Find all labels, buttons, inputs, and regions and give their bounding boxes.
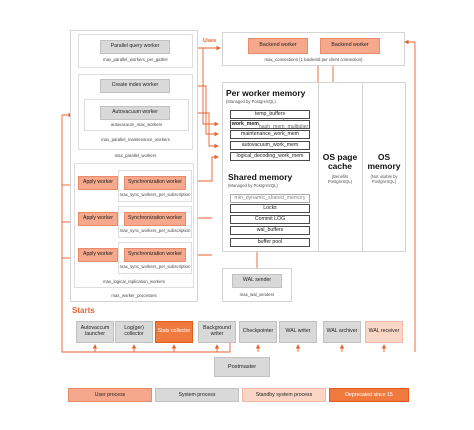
autovacuum-work-mem-slot: autovacuum_work_mem — [230, 141, 310, 150]
legend-user-process: User process — [68, 388, 152, 402]
max-wal-senders-label: max_wal_senders — [239, 292, 275, 297]
backend-worker-2: Backend worker — [320, 38, 380, 54]
wal-receiver: WAL receiver — [365, 321, 403, 343]
shared-memory-title: Shared memory — [228, 172, 293, 182]
work-mem-slot: work_mem * hash_mem_multiplier — [230, 117, 310, 130]
checkpointer: Checkpointer — [239, 321, 277, 343]
commit-log-slot: Commit LOG — [230, 215, 310, 224]
max-sync-workers-label-2: max_sync_workers_per_subscription — [119, 228, 191, 233]
buffer-pool-slot: buffer pool — [230, 238, 310, 247]
max-sync-workers-label-3: max_sync_workers_per_subscription — [119, 264, 191, 269]
min-dynamic-shared-memory-slot: min_dynamic_shared_memory — [230, 194, 310, 203]
wal-buffers-slot: wal_buffers — [230, 226, 310, 235]
legend-standby-system-process: Standby system process — [242, 388, 326, 402]
os-divider-2 — [362, 82, 363, 252]
per-worker-memory-subtitle: (Managed by PostgreSQL) — [226, 99, 276, 104]
os-page-cache-subtitle: (Benefits PostgreSQL) — [327, 174, 353, 184]
max-parallel-maintenance-workers-label: max_parallel_maintenance_workers — [101, 137, 170, 142]
uses-label: Uses — [203, 38, 217, 44]
logger-collector: Log(ger) collector — [115, 321, 153, 343]
legend-system-process: System process — [155, 388, 239, 402]
stats-collector: Stats collector — [155, 321, 193, 343]
temp-buffers-slot: temp_buffers — [230, 110, 310, 119]
starts-label: Starts — [72, 306, 95, 315]
wal-writer: WAL writer — [279, 321, 317, 343]
autovacuum-max-workers-label: autovacuum_max_workers — [110, 122, 163, 127]
synchronization-worker-2: Synchronization worker — [124, 212, 186, 226]
wal-sender: WAL sender — [232, 274, 282, 288]
max-logical-replication-workers-label: max_logical_replication_workers — [102, 279, 166, 284]
wal-archiver: WAL archiver — [323, 321, 361, 343]
logical-decoding-work-mem-slot: logical_decoding_work_mem — [230, 152, 310, 161]
shared-memory-subtitle: (Managed by PostgreSQL) — [228, 183, 278, 188]
postmaster: Postmaster — [214, 357, 270, 377]
max-parallel-workers-per-gather-label: max_parallel_workers_per_gather — [103, 57, 168, 62]
os-memory-title: OS memory — [367, 152, 401, 172]
create-index-worker: Create index worker — [100, 79, 170, 93]
os-memory-subtitle: (Not usable by PostgreSQL) — [370, 174, 398, 185]
autovacuum-worker: Autovacuum worker — [100, 106, 170, 120]
max-sync-workers-label-1: max_sync_workers_per_subscription — [119, 192, 191, 197]
os-divider-1 — [318, 82, 319, 252]
max-parallel-workers-label: max_parallel_workers — [114, 153, 157, 158]
parallel-query-worker: Parallel query worker — [100, 40, 170, 54]
max-worker-processes-label: max_worker_processes — [111, 293, 157, 298]
work-mem-bold: work_mem — [231, 120, 259, 127]
os-page-cache-title: OS page cache — [322, 152, 358, 172]
synchronization-worker-1: Synchronization worker — [124, 176, 186, 190]
synchronization-worker-3: Synchronization worker — [124, 248, 186, 262]
per-worker-memory-title: Per worker memory — [226, 88, 306, 98]
maintenance-work-mem-slot: maintenance_work_mem — [230, 130, 310, 139]
max-connections-label: max_connections (1 backend per client co… — [264, 57, 363, 62]
legend-deprecated: Deprecated since 15 — [329, 388, 409, 402]
background-writer: Background writer — [198, 321, 236, 343]
autovacuum-launcher: Autovaccum launcher — [76, 321, 114, 343]
apply-worker-1: Apply worker — [78, 176, 118, 190]
apply-worker-2: Apply worker — [78, 212, 118, 226]
apply-worker-3: Apply worker — [78, 248, 118, 262]
locks-slot: Locks — [230, 204, 310, 213]
work-mem-rest: * hash_mem_multiplier — [258, 117, 309, 130]
backend-worker-1: Backend worker — [248, 38, 308, 54]
